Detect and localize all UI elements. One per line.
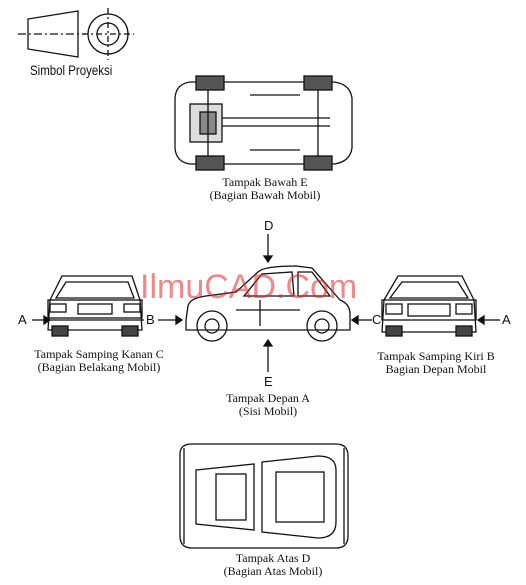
watermark: IlmuCAD.Com [140, 268, 358, 306]
right-side-subtitle: (Bagian Belakang Mobil) [37, 360, 161, 374]
arrow-label-c: C [372, 312, 382, 327]
front-view-car [381, 275, 477, 337]
arrow-label-a-right: A [502, 312, 511, 327]
arrow-label-d: D [264, 218, 274, 233]
side-view-car [185, 265, 351, 342]
top-view-car [179, 443, 349, 549]
truncated-cone-icon [27, 10, 79, 58]
top-view-caption: Tampak Atas D (Bagian Atas Mobil) [208, 552, 338, 578]
bottom-view-title: Tampak Bawah E [222, 175, 308, 189]
left-side-title: Tampak Samping Kiri B [377, 349, 495, 363]
top-view-title: Tampak Atas D [235, 551, 311, 565]
bottom-view-caption: Tampak Bawah E (Bagian Bawah Mobil) [200, 176, 330, 202]
left-side-subtitle: Bagian Depan Mobil [385, 362, 487, 376]
outer-circle-icon [87, 13, 129, 55]
top-view-subtitle: (Bagian Atas Mobil) [223, 564, 323, 578]
projection-symbol [18, 8, 134, 60]
bottom-view-subtitle: (Bagian Bawah Mobil) [209, 188, 321, 202]
left-side-caption: Tampak Samping Kiri B Bagian Depan Mobil [356, 350, 516, 376]
symbol-title: Simbol Proyeksi [30, 62, 113, 78]
arrow-label-b: B [146, 312, 155, 327]
right-side-title: Tampak Samping Kanan C [34, 347, 164, 361]
front-view-title: Tampak Depan A [226, 391, 310, 405]
bottom-view-car [174, 75, 353, 171]
front-view-caption: Tampak Depan A (Sisi Mobil) [208, 392, 328, 418]
right-side-caption: Tampak Samping Kanan C (Bagian Belakang … [14, 348, 184, 374]
arrow-label-a-left: A [18, 312, 27, 327]
front-view-subtitle: (Sisi Mobil) [238, 404, 298, 418]
arrow-label-e: E [264, 374, 273, 389]
rear-view-car [46, 275, 144, 337]
view-arrows [32, 234, 500, 372]
